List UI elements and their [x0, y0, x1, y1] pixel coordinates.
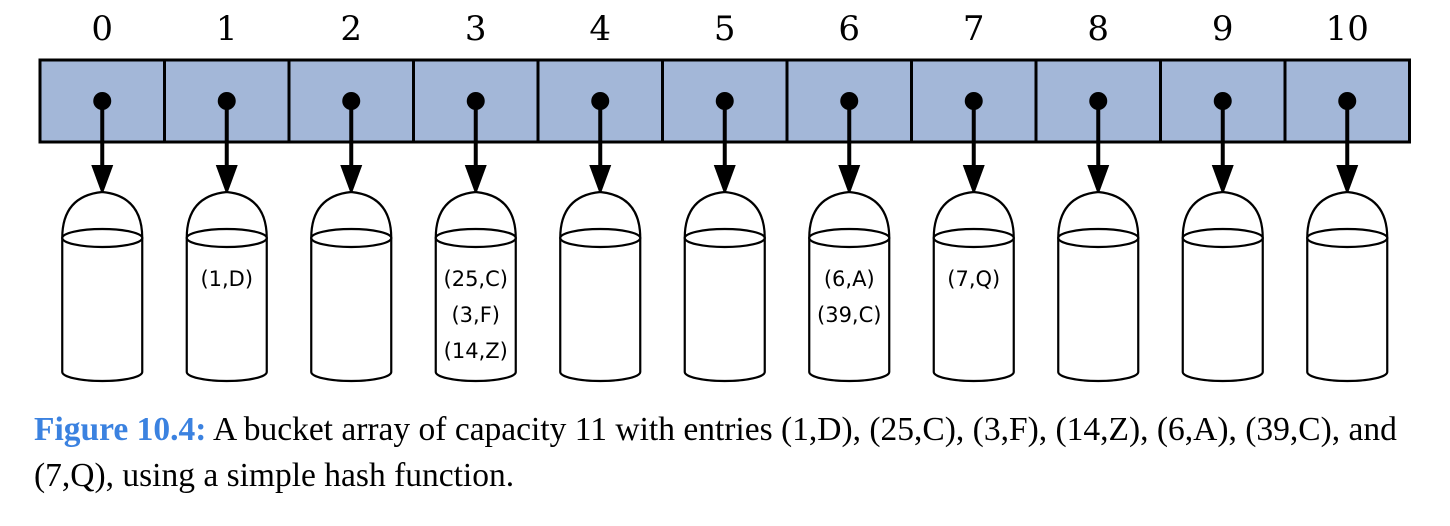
bucket-0	[61, 190, 144, 383]
bucket-body	[1306, 238, 1389, 383]
bucket-rim	[310, 227, 393, 249]
bucket-entry: (7,Q)	[947, 267, 1000, 291]
pointer-arrowhead-1	[215, 165, 238, 195]
index-label-4: 4	[589, 9, 611, 49]
pointer-arrowhead-7	[962, 165, 985, 195]
bucket-6: (6,A) (39,C)	[808, 190, 891, 383]
bucket-array-diagram: 0 1 2 3 4 5 6 7 8 9 10 (1,D) (25,C) (3,F) (14,Z) (6,A)…	[38, 9, 1411, 383]
bucket-entry: (14,Z)	[444, 339, 508, 363]
index-label-0: 0	[91, 9, 113, 49]
bucket-rim	[808, 227, 891, 249]
bucket-body	[808, 238, 891, 383]
pointer-arrowhead-5	[713, 165, 736, 195]
index-label-9: 9	[1212, 9, 1234, 49]
index-label-8: 8	[1087, 9, 1109, 49]
index-label-10: 10	[1326, 9, 1369, 49]
bucket-lid	[310, 190, 393, 239]
bucket-rim	[1057, 227, 1140, 249]
bucket-rim	[683, 227, 766, 249]
pointer-arrowhead-6	[838, 165, 861, 195]
bucket-1: (1,D)	[185, 190, 268, 383]
pointer-arrowhead-0	[91, 165, 114, 195]
bucket-rim	[434, 227, 517, 249]
bucket-lid	[61, 190, 144, 239]
index-label-7: 7	[963, 9, 985, 49]
figure-caption: Figure 10.4: A bucket array of capacity …	[34, 407, 1424, 499]
bucket-entry: (3,F)	[451, 303, 500, 327]
bucket-lid	[1057, 190, 1140, 239]
bucket-rim	[185, 227, 268, 249]
bucket-lid	[185, 190, 268, 239]
bucket-lid	[434, 190, 517, 239]
index-labels: 0 1 2 3 4 5 6 7 8 9 10	[91, 9, 1368, 49]
bucket-3: (25,C) (3,F) (14,Z)	[434, 190, 517, 383]
bucket-entry: (39,C)	[817, 303, 881, 327]
bucket-lid	[559, 190, 642, 239]
bucket-body	[434, 238, 517, 383]
index-label-1: 1	[216, 9, 238, 49]
bucket-lid	[808, 190, 891, 239]
bucket-lid	[683, 190, 766, 239]
bucket-4	[559, 190, 642, 383]
bucket-body	[1181, 238, 1264, 383]
bucket-8	[1057, 190, 1140, 383]
bucket-body	[559, 238, 642, 383]
bucket-body	[932, 238, 1015, 383]
pointer-arrowhead-4	[589, 165, 612, 195]
bucket-5	[683, 190, 766, 383]
bucket-body	[61, 238, 144, 383]
bucket-lid	[932, 190, 1015, 239]
pointer-arrowhead-9	[1211, 165, 1234, 195]
index-label-2: 2	[340, 9, 362, 49]
figure-label: Figure 10.4:	[34, 411, 207, 448]
bucket-rim	[932, 227, 1015, 249]
pointer-arrowhead-3	[464, 165, 487, 195]
bucket-entry: (1,D)	[200, 267, 253, 291]
bucket-entry: (25,C)	[444, 267, 508, 291]
index-label-6: 6	[838, 9, 860, 49]
index-label-3: 3	[465, 9, 487, 49]
index-label-5: 5	[714, 9, 736, 49]
bucket-9	[1181, 190, 1264, 383]
bucket-body	[683, 238, 766, 383]
caption-text: A bucket array of capacity 11 with entri…	[34, 411, 1397, 494]
bucket-entry: (6,A)	[824, 267, 875, 291]
pointers	[91, 92, 1359, 195]
bucket-rim	[61, 227, 144, 249]
bucket-body	[1057, 238, 1140, 383]
pointer-arrowhead-10	[1336, 165, 1359, 195]
bucket-7: (7,Q)	[932, 190, 1015, 383]
pointer-arrowhead-2	[340, 165, 363, 195]
bucket-lid	[1181, 190, 1264, 239]
bucket-lid	[1306, 190, 1389, 239]
bucket-rim	[559, 227, 642, 249]
bucket-rim	[1181, 227, 1264, 249]
bucket-body	[310, 238, 393, 383]
bucket-body	[185, 238, 268, 383]
pointer-arrowhead-8	[1087, 165, 1110, 195]
buckets: (1,D) (25,C) (3,F) (14,Z) (6,A) (39,C) (7,Q)	[61, 190, 1389, 383]
bucket-10	[1306, 190, 1389, 383]
bucket-2	[310, 190, 393, 383]
bucket-rim	[1306, 227, 1389, 249]
